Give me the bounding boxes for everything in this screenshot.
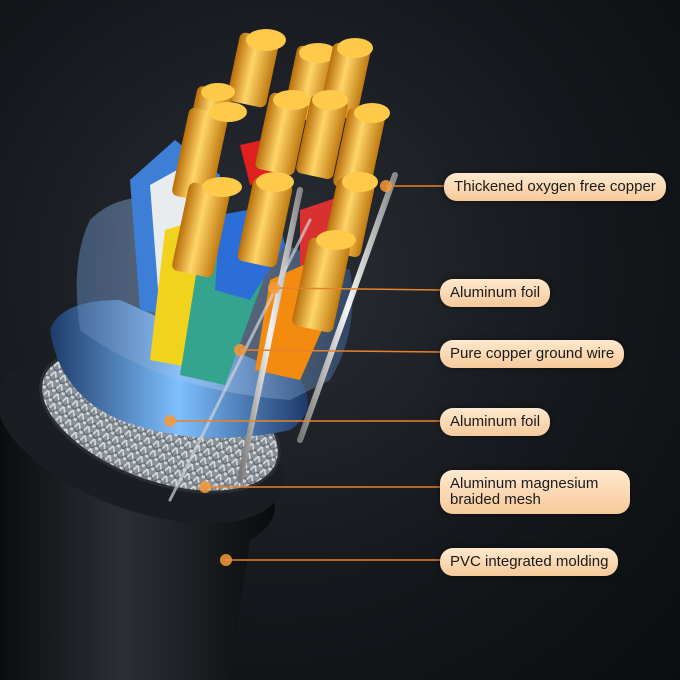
copper-conductors	[172, 29, 390, 333]
label-inner-foil: Aluminum foil	[440, 279, 551, 307]
label-jacket: PVC integrated molding	[440, 548, 619, 576]
leader-dots	[164, 180, 392, 566]
ground-wires	[168, 172, 398, 502]
label-braided-mesh-line2: braided mesh	[450, 491, 541, 508]
label-outer-foil: Aluminum foil	[440, 408, 551, 436]
label-ground-wire: Pure copper ground wire	[440, 340, 625, 368]
leader-lines	[170, 185, 444, 561]
label-braided-mesh-line1: Aluminum magnesium	[450, 475, 599, 492]
label-braided-mesh: Aluminum magnesium braided mesh	[440, 470, 630, 514]
label-conductor: Thickened oxygen free copper	[444, 173, 666, 201]
